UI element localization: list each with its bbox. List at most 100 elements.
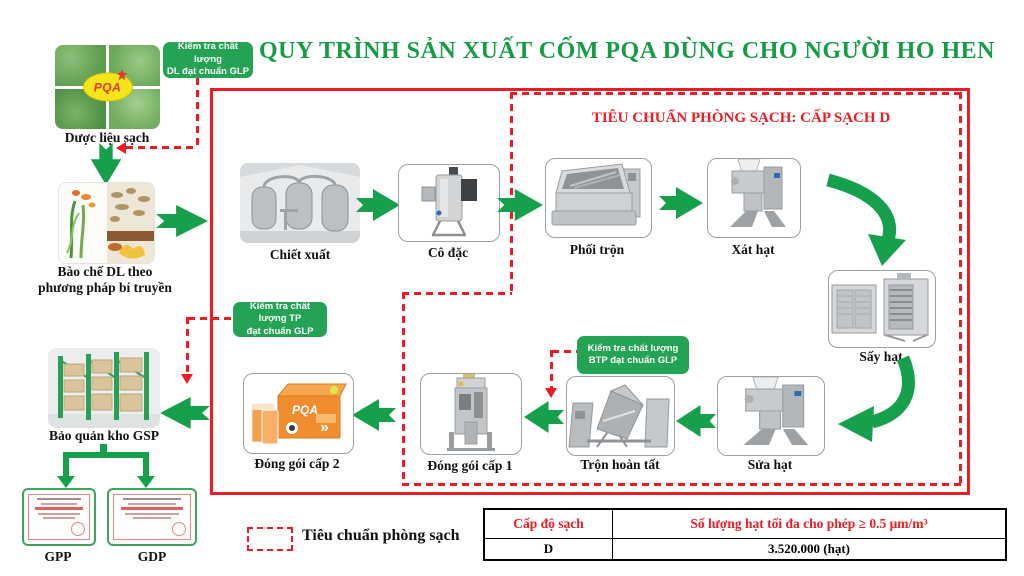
qc-tp-line2: đạt chuẩn GLP	[246, 325, 314, 337]
cert-text-line	[43, 517, 75, 519]
packaging2-label: Đóng gói cấp 2	[254, 456, 340, 471]
table-cell-particle-count: 3.520.000 (hạt)	[768, 541, 850, 556]
cleanroom-table: Cấp độ sạch Số lượng hạt tối đa cho phép…	[483, 508, 1007, 561]
table-cell-class-d: D	[485, 539, 613, 559]
arrow-down-icon	[90, 143, 122, 185]
grain-fixing-art	[743, 377, 809, 445]
gpp-certificate-image	[22, 488, 96, 546]
arrow-right-icon	[659, 187, 703, 219]
preparation-label-line1: Bào chế DL theo	[57, 264, 153, 279]
grain-fixing-label: Sửa hạt	[747, 457, 793, 472]
clean-herbs-label: Dược liệu sạch	[64, 130, 150, 145]
cleanroom-dashed-left-upper	[510, 92, 513, 294]
cleanroom-heading: TIÊU CHUẨN PHÒNG SẠCH: CẤP SẠCH D	[591, 110, 891, 126]
qc-tp-line1: Kiểm tra chất lượng TP	[249, 300, 311, 325]
qc-btp-line1: Kiểm tra chất lượng	[587, 342, 679, 354]
qc-tp-connector-v	[186, 317, 189, 374]
cert-text-line	[40, 502, 78, 505]
drying-label: Sấy hạt	[859, 349, 903, 364]
arrow-left-icon	[160, 397, 210, 429]
drying-machine-image	[828, 270, 936, 348]
arrow-left-icon	[352, 399, 396, 431]
qc-btp-connector-h	[552, 350, 577, 353]
concentration-machine-image	[398, 164, 500, 242]
legend-dashed-swatch	[247, 527, 293, 551]
qc-btp-connector-v	[550, 350, 553, 388]
herb-preparation-art	[59, 183, 154, 263]
cert-text-line	[36, 498, 82, 500]
arrow-left-icon	[676, 405, 716, 437]
table-data-row: D 3.520.000 (hạt)	[485, 539, 1005, 559]
arrow-right-icon	[356, 189, 400, 221]
packaging1-label: Đóng gói cấp 1	[427, 458, 513, 473]
table-header-class: Cấp độ sạch	[485, 510, 613, 539]
qc-dl-arrowhead	[116, 142, 126, 154]
granulating-machine-image	[707, 158, 801, 238]
table-header-row: Cấp độ sạch Số lượng hạt tối đa cho phép…	[485, 510, 1005, 539]
preparation-label: Bào chế DL theo phương pháp bí truyền	[25, 264, 185, 296]
cleanroom-dashed-top	[510, 92, 962, 95]
gpp-certificate-content	[28, 494, 90, 540]
qc-dl-connector-h	[126, 146, 198, 149]
herb-preparation-image	[58, 182, 155, 264]
extraction-art	[240, 163, 360, 243]
qc-dl-connector-v	[196, 78, 199, 146]
qc-btp-line2: BTP đạt chuẩn GLP	[588, 355, 678, 366]
qc-tp-arrowhead	[181, 374, 193, 384]
pqa-leaf-icon	[116, 69, 128, 81]
product-chevron-glyph: »	[320, 419, 329, 436]
cert-text-line	[35, 507, 83, 510]
page-title: QUY TRÌNH SẢN XUẤT CỐM PQA DÙNG CHO NGƯỜ…	[258, 38, 996, 64]
production-area-border	[210, 88, 970, 495]
legend-label: Tiêu chuẩn phòng sạch	[302, 527, 460, 544]
qc-tp-callout: Kiểm tra chất lượng TP đạt chuẩn GLP	[233, 300, 327, 337]
cert-text-line	[38, 512, 80, 515]
final-mixing-machine-image	[566, 376, 675, 456]
gdp-label: GDP	[137, 549, 167, 564]
preparation-label-line2: phương pháp bí truyền	[38, 280, 172, 296]
branch-bar	[63, 452, 149, 458]
cleanroom-dashed-left-lower	[402, 292, 405, 485]
packaging2-art: PQA »	[251, 383, 347, 445]
qc-tp-connector-h	[188, 317, 233, 320]
packaging2-product-image: PQA »	[243, 373, 354, 454]
warehouse-art	[48, 348, 160, 428]
drying-art	[831, 273, 929, 342]
extraction-image	[240, 163, 360, 243]
cert-text-line	[127, 502, 177, 505]
qc-dl-line1: Kiểm tra chất lượng	[177, 41, 239, 65]
branch-arrowhead-left	[57, 476, 75, 488]
clean-herbs-image: PQA	[55, 45, 160, 129]
cert-text-line	[121, 507, 183, 510]
packaging1-machine-image	[420, 373, 522, 455]
gsp-warehouse-image	[48, 348, 160, 428]
final-mixing-art	[568, 384, 670, 448]
cert-seal	[172, 521, 186, 536]
cert-text-line	[125, 512, 179, 515]
pqa-logo: PQA	[82, 69, 133, 102]
branch-arm-left	[63, 452, 69, 476]
concentration-label: Cô đặc	[427, 245, 469, 260]
branch-stem	[100, 444, 107, 453]
cert-seal	[71, 521, 85, 536]
arrow-left-icon	[524, 401, 564, 433]
qc-dl-line2: DL đạt chuẩn GLP	[166, 66, 250, 78]
qc-dl-callout: Kiểm tra chất lượng DL đạt chuẩn GLP	[163, 41, 253, 78]
mixing-label: Phối trộn	[569, 242, 625, 257]
arrow-right-icon	[497, 189, 543, 221]
concentration-art	[421, 167, 477, 237]
cleanroom-dashed-right	[959, 92, 962, 484]
cleanroom-dashed-bottom	[402, 483, 962, 486]
cert-text-line	[123, 498, 181, 500]
pqa-logo-text: PQA	[93, 80, 122, 94]
gdp-certificate-image	[107, 488, 197, 546]
branch-arrowhead-right	[137, 476, 155, 488]
gsp-warehouse-label: Bảo quản kho GSP	[49, 428, 159, 443]
granulating-label: Xát hạt	[731, 242, 775, 257]
arrow-right-icon	[156, 205, 208, 237]
granulating-art	[730, 159, 786, 227]
product-brand-on-box: PQA	[292, 403, 318, 417]
branch-arm-right	[143, 452, 149, 476]
final-mixing-label: Trộn hoàn tất	[580, 457, 660, 472]
